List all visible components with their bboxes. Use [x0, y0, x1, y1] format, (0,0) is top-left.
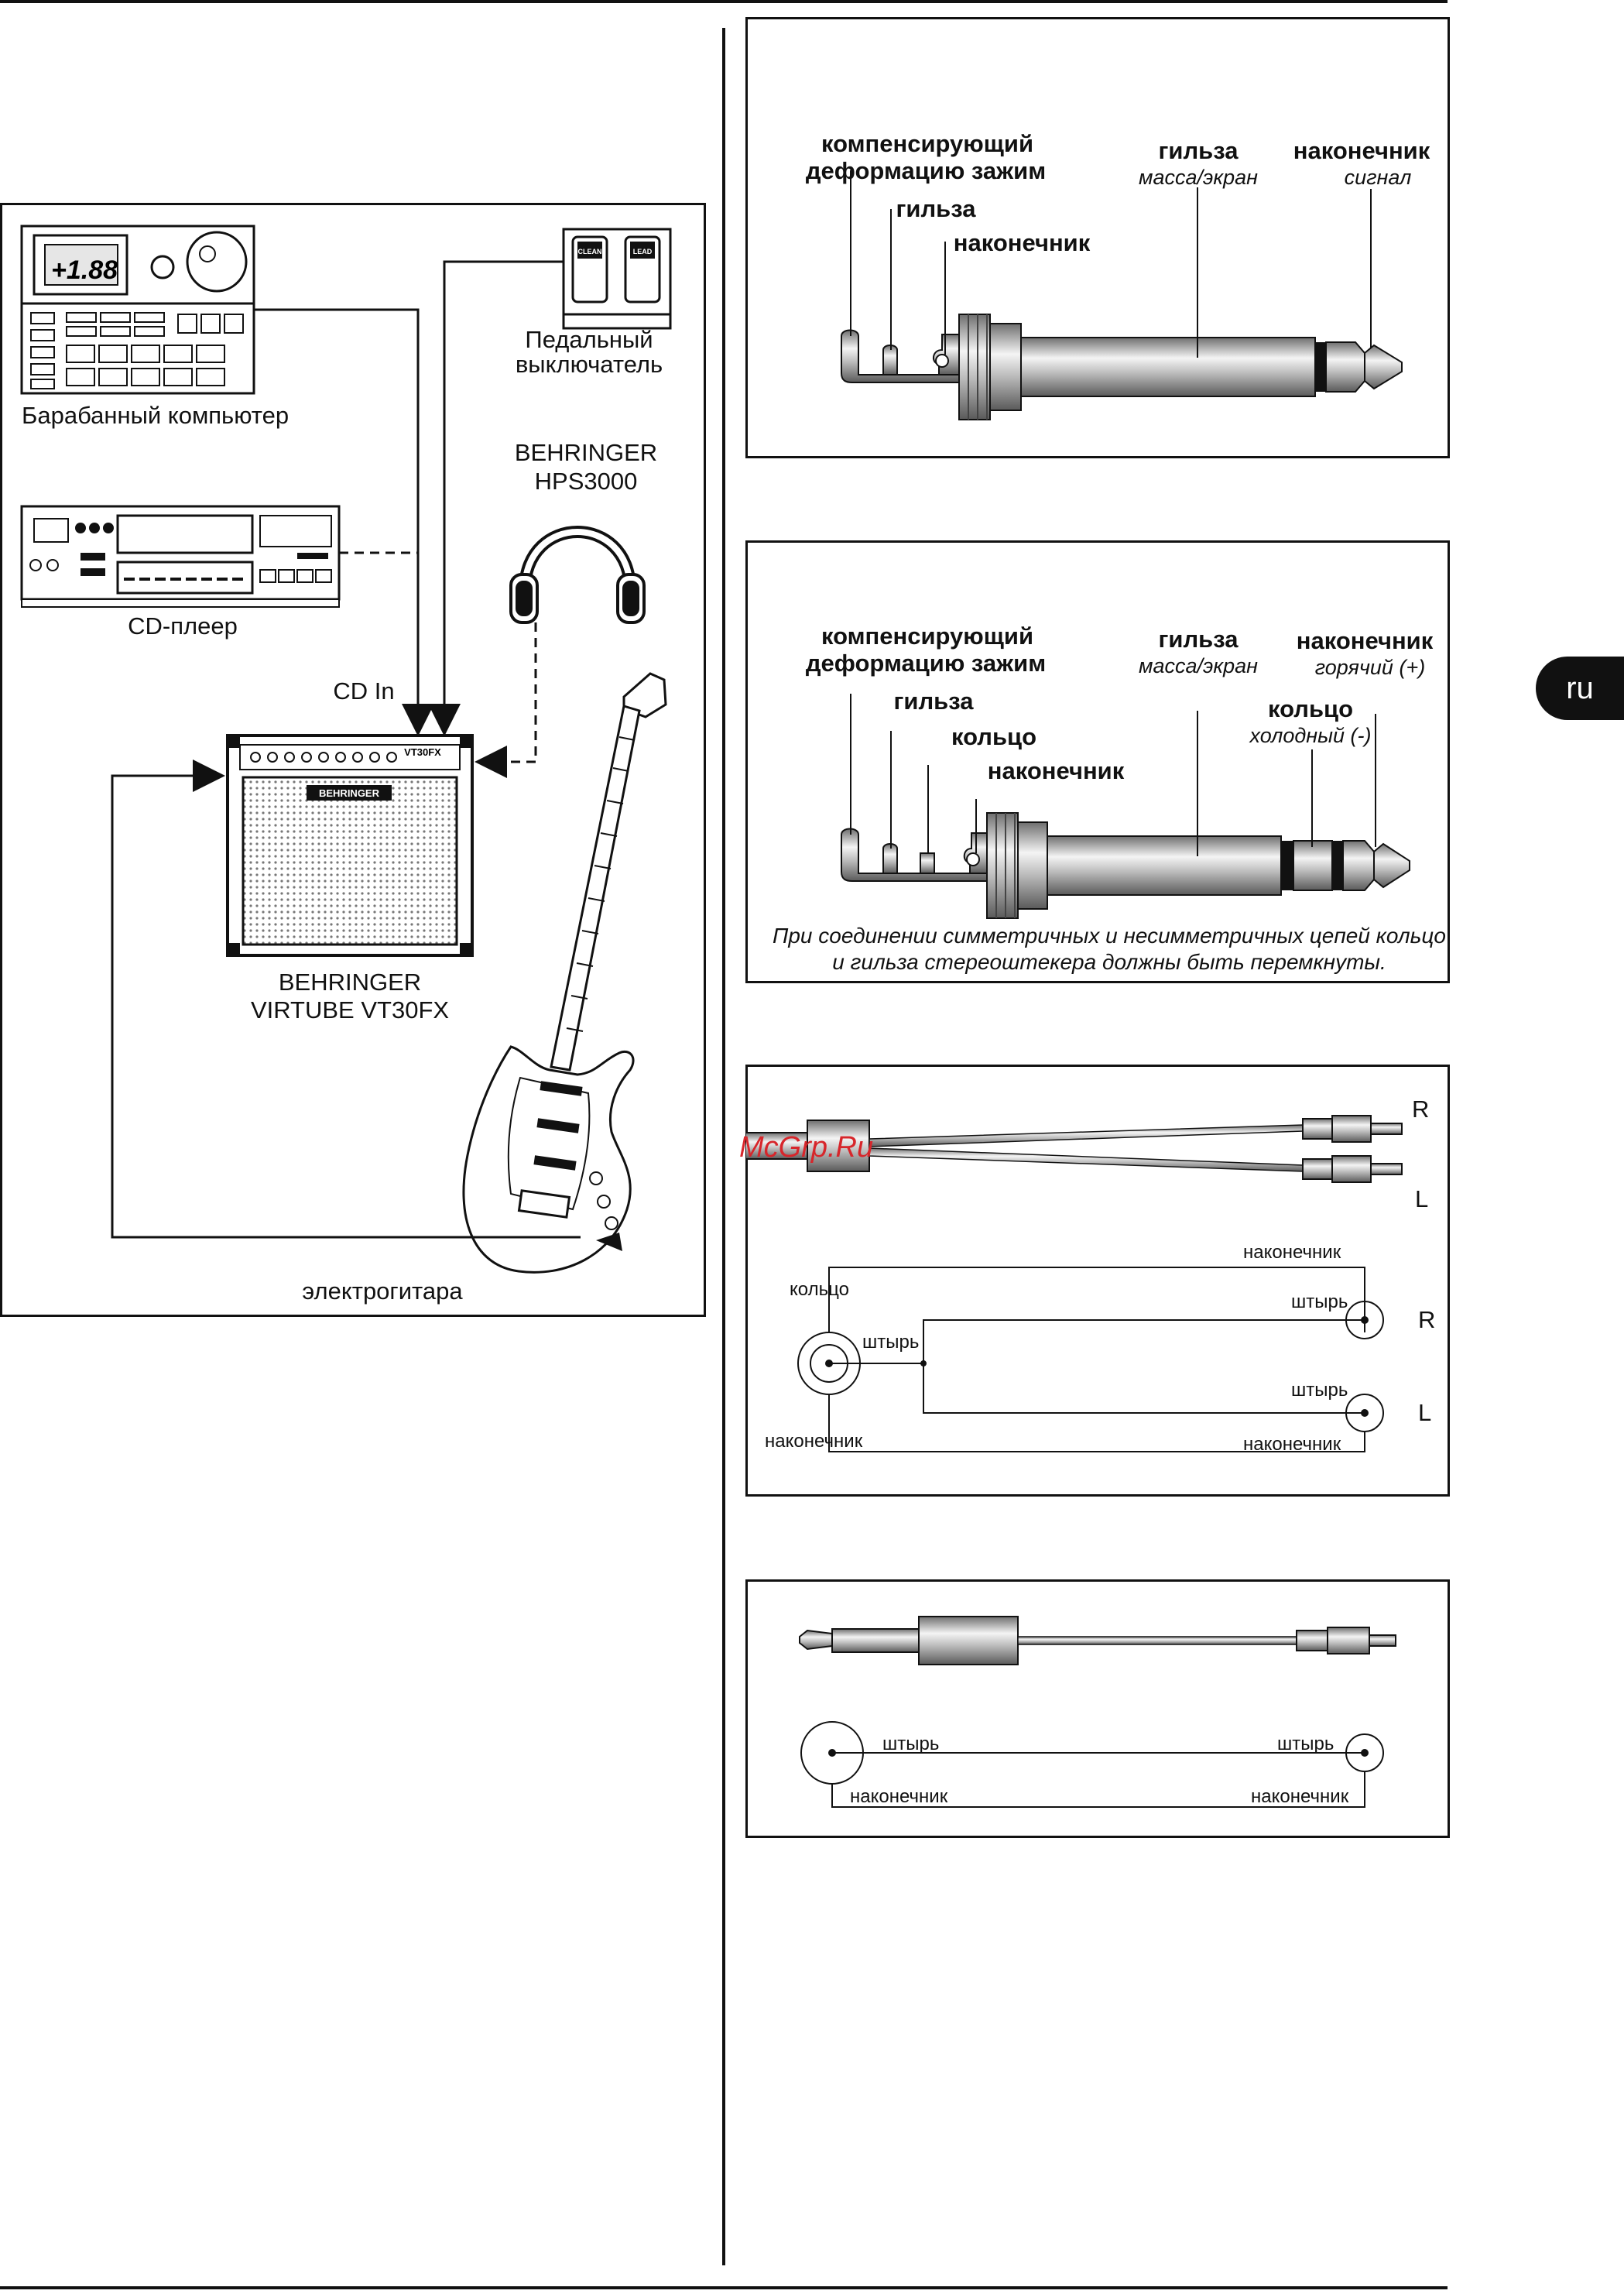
amp-logo-text: BEHRINGER: [319, 787, 380, 799]
mono-tip-label: наконечник: [953, 229, 1091, 256]
y-cable-tip-l-label: наконечник: [1243, 1434, 1341, 1455]
y-cable-image: [745, 1115, 1403, 1183]
y-cable-tip-label: наконечник: [765, 1431, 863, 1452]
electric-guitar-device: [462, 672, 667, 1274]
y-cable-schematic-r-label: R: [1418, 1306, 1436, 1333]
headphones-label-line1: BEHRINGER: [514, 439, 658, 466]
amplifier-label-line1: BEHRINGER: [278, 969, 422, 996]
stereo-jack-drawing: [841, 694, 1410, 919]
mono-sleeve-sub-label: масса/экран: [1139, 166, 1258, 189]
y-cable-panel: R L кольцо штырь наконечник наконечник ш…: [745, 1065, 1450, 1497]
stereo-note-line1: При соединении симметричных и несимметри…: [773, 924, 1446, 948]
mono-jack-panel: компенсирующий деформацию зажим гильза н…: [745, 17, 1450, 458]
stereo-tip-label: наконечник: [987, 757, 1125, 784]
mono-tip-sub-label: сигнал: [1344, 166, 1412, 189]
pedal-switch-label-line2: выключатель: [515, 351, 663, 378]
guitar-label: электрогитара: [302, 1277, 463, 1305]
mono-plug-image: [841, 314, 1403, 420]
headphones-label-line2: HPS3000: [534, 468, 638, 495]
y-cable-ring-label: кольцо: [790, 1279, 849, 1300]
mono-cable-pin-right-label: штырь: [1277, 1733, 1334, 1754]
mono-sleeve-main-label: гильза: [1158, 137, 1239, 164]
stereo-strain-relief-line1: компенсирующий: [821, 622, 1034, 650]
amplifier-device: [226, 734, 474, 957]
pedal-switch-label-line1: Педальный: [525, 326, 653, 353]
stereo-tip-main-label: наконечник: [1296, 627, 1434, 654]
setup-diagram-drawing: +1.88 CLEAN LEAD: [20, 225, 672, 1274]
stereo-sleeve-sub-label: масса/экран: [1139, 654, 1258, 677]
stereo-ring-sub-label: холодный (-): [1249, 724, 1372, 747]
y-cable-tip-r-label: наконечник: [1243, 1242, 1341, 1263]
stereo-ring-label: кольцо: [951, 723, 1037, 750]
connection-cables: [111, 260, 581, 1239]
y-cable-schematic: [797, 1267, 1384, 1452]
amplifier-label-line2: VIRTUBE VT30FX: [250, 996, 450, 1024]
mono-leader-lines: [850, 170, 1372, 358]
y-cable-pin-label: штырь: [862, 1332, 920, 1353]
mono-strain-relief-line1: компенсирующий: [821, 130, 1034, 157]
stereo-sleeve-main-label: гильза: [1158, 626, 1239, 653]
stereo-leader-lines: [850, 694, 1376, 856]
mono-cable-pin-left-label: штырь: [882, 1733, 940, 1754]
stereo-strain-relief-line2: деформацию зажим: [805, 650, 1047, 677]
mono-tip-main-label: наконечник: [1293, 137, 1430, 164]
stereo-note-line2: и гильза стереоштекера должны быть перем…: [832, 950, 1386, 974]
stereo-tip-sub-label: горячий (+): [1314, 656, 1426, 679]
drum-computer-label: Барабанный компьютер: [22, 402, 290, 429]
mono-cable-schematic: [800, 1721, 1384, 1808]
mono-cable-drawing: [799, 1616, 1396, 1808]
amp-model-text: VT30FX: [404, 746, 441, 758]
top-rule: [0, 0, 1448, 3]
stereo-ring-main-label: кольцо: [1267, 695, 1354, 722]
mono-strain-relief-line2: деформацию зажим: [805, 157, 1047, 184]
stereo-jack-panel: компенсирующий деформацию зажим гильза к…: [745, 540, 1450, 983]
pedal-switch-device: [562, 228, 672, 330]
stereo-plug-image: [841, 812, 1410, 919]
y-cable-pin-l-label: штырь: [1291, 1380, 1348, 1401]
pedal-lead-text: LEAD: [633, 248, 653, 255]
y-cable-drawing: [745, 1115, 1403, 1452]
cd-in-label: CD In: [333, 677, 395, 705]
y-cable-schematic-l-label: L: [1418, 1399, 1432, 1426]
headphones-device: [509, 526, 646, 624]
mono-cable-tip-left-label: наконечник: [850, 1786, 948, 1807]
language-tab[interactable]: ru: [1536, 657, 1624, 720]
mono-jack-drawing: [841, 170, 1403, 420]
bottom-rule: [0, 2286, 1448, 2289]
setup-diagram-panel: +1.88 CLEAN LEAD: [0, 203, 706, 1317]
mono-sleeve-label: гильза: [896, 195, 976, 222]
stereo-sleeve-label: гильза: [893, 688, 974, 715]
watermark: McGrp.Ru: [739, 1131, 874, 1164]
column-divider: [722, 28, 725, 2265]
drum-display-text: +1.88: [51, 255, 118, 285]
mono-cable-tip-right-label: наконечник: [1251, 1786, 1349, 1807]
cd-player-device: [20, 505, 341, 608]
drum-computer-device: [20, 225, 255, 395]
mono-cable-image: [799, 1616, 1396, 1665]
y-cable-pin-r-label: штырь: [1291, 1291, 1348, 1312]
cd-player-label: CD-плеер: [128, 612, 238, 640]
pedal-clean-text: CLEAN: [578, 248, 602, 255]
y-cable-plug-r-label: R: [1412, 1096, 1430, 1123]
y-cable-plug-l-label: L: [1415, 1185, 1429, 1212]
mono-cable-panel: штырь наконечник штырь наконечник: [745, 1579, 1450, 1838]
